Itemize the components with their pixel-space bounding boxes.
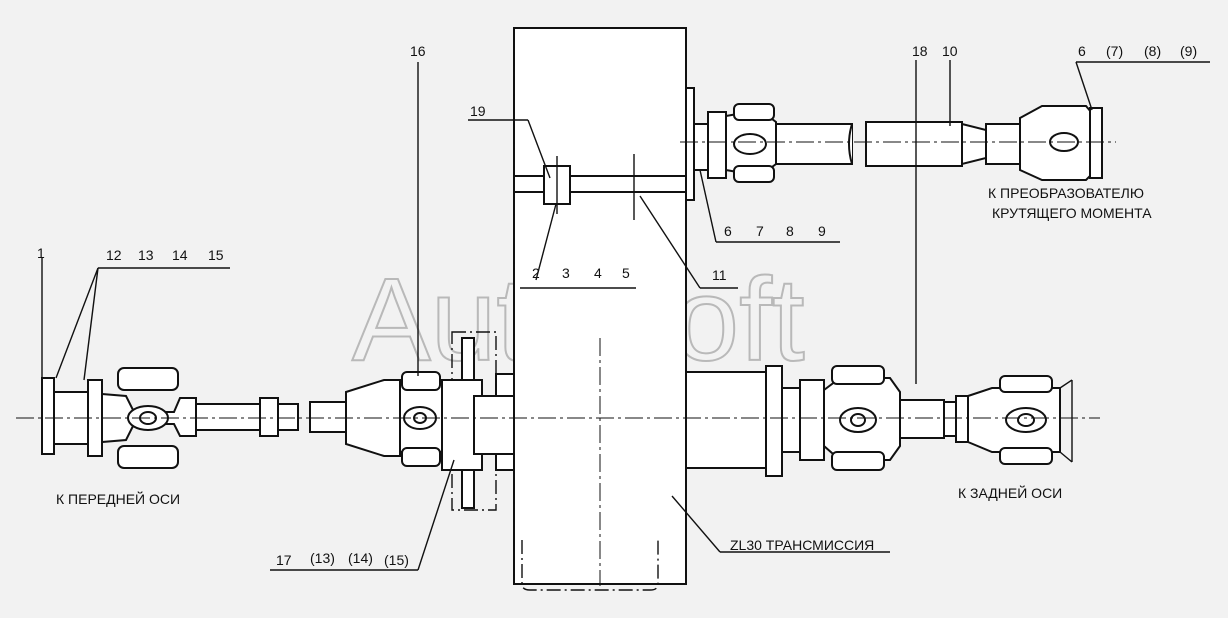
transmission-housing bbox=[495, 27, 783, 591]
callout-10: 10 bbox=[942, 43, 958, 59]
leader-lines bbox=[41, 60, 1210, 571]
callout-8-alt: (8) bbox=[1144, 43, 1161, 59]
callout-6: 6 bbox=[724, 223, 732, 239]
callout-11: 11 bbox=[712, 267, 727, 283]
caption-converter-line1: К ПРЕОБРАЗОВАТЕЛЮ bbox=[988, 185, 1144, 201]
callout-15-alt: (15) bbox=[384, 552, 409, 568]
callout-14-alt: (14) bbox=[348, 550, 373, 566]
callout-19: 19 bbox=[470, 103, 486, 119]
callout-9: 9 bbox=[818, 223, 826, 239]
caption-rear-axle: К ЗАДНЕЙ ОСИ bbox=[958, 484, 1062, 501]
callout-7-alt: (7) bbox=[1106, 43, 1123, 59]
callout-16: 16 bbox=[410, 43, 426, 59]
caption-transmission: ZL30 ТРАНСМИССИЯ bbox=[730, 537, 874, 553]
callout-14: 14 bbox=[172, 247, 188, 263]
rear-drive-shaft bbox=[781, 365, 1073, 471]
callout-13-alt: (13) bbox=[310, 550, 335, 566]
callout-12: 12 bbox=[106, 247, 122, 263]
callout-6-top: 6 bbox=[1078, 43, 1086, 59]
converter-shaft bbox=[693, 103, 1103, 183]
callout-9-alt: (9) bbox=[1180, 43, 1197, 59]
callout-2: 2 bbox=[532, 265, 540, 281]
callout-17: 17 bbox=[276, 552, 292, 568]
callout-18: 18 bbox=[912, 43, 928, 59]
callout-4: 4 bbox=[594, 265, 602, 281]
caption-front-axle: К ПЕРЕДНЕЙ ОСИ bbox=[56, 490, 180, 507]
callout-13: 13 bbox=[138, 247, 154, 263]
caption-converter-line2: КРУТЯЩЕГО МОМЕНТА bbox=[992, 205, 1152, 221]
callout-1: 1 bbox=[37, 245, 45, 261]
callout-15: 15 bbox=[208, 247, 224, 263]
callout-7: 7 bbox=[756, 223, 764, 239]
callout-3: 3 bbox=[562, 265, 570, 281]
callout-5: 5 bbox=[622, 265, 630, 281]
callout-8: 8 bbox=[786, 223, 794, 239]
